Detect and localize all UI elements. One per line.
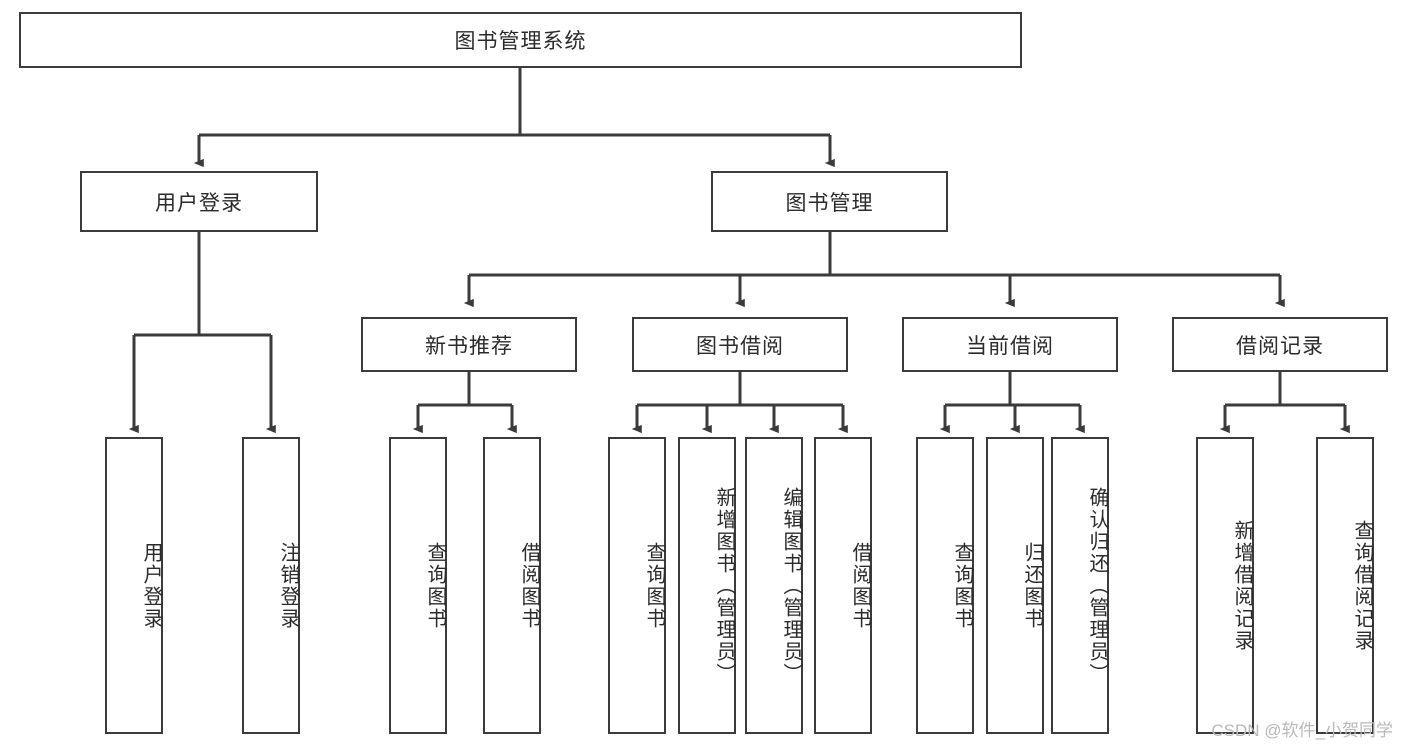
node-leaf-borrow-book-2-label: 借阅图书 — [849, 541, 871, 630]
node-book-borrow-label: 图书借阅 — [696, 334, 784, 358]
node-leaf-add-record[interactable]: 新增借阅记录 — [1196, 437, 1254, 734]
node-leaf-return-book-label: 归还图书 — [1021, 541, 1043, 630]
node-leaf-return-book[interactable]: 归还图书 — [986, 437, 1044, 734]
node-borrow-record-label: 借阅记录 — [1236, 334, 1324, 358]
node-leaf-query-book-1-label: 查询图书 — [424, 541, 446, 630]
node-leaf-query-book-3-label: 查询图书 — [951, 541, 973, 630]
node-current-borrow[interactable]: 当前借阅 — [902, 317, 1118, 372]
node-leaf-add-book[interactable]: 新增图书（管理员） — [678, 437, 736, 734]
node-leaf-borrow-book-1[interactable]: 借阅图书 — [483, 437, 541, 734]
node-leaf-query-record[interactable]: 查询借阅记录 — [1316, 437, 1374, 734]
node-book-manage-label: 图书管理 — [785, 191, 874, 215]
node-leaf-query-book-2[interactable]: 查询图书 — [608, 437, 666, 734]
node-leaf-borrow-book-2[interactable]: 借阅图书 — [814, 437, 872, 734]
node-borrow-record[interactable]: 借阅记录 — [1172, 317, 1388, 372]
node-leaf-logout-login[interactable]: 注销登录 — [242, 437, 300, 734]
node-leaf-confirm-return-label: 确认归还（管理员） — [1086, 486, 1108, 685]
node-leaf-add-book-label: 新增图书（管理员） — [713, 486, 735, 685]
node-leaf-query-record-label: 查询借阅记录 — [1351, 519, 1373, 652]
node-new-book-rec-label: 新书推荐 — [425, 334, 513, 358]
node-new-book-rec[interactable]: 新书推荐 — [361, 317, 577, 372]
node-current-borrow-label: 当前借阅 — [966, 334, 1054, 358]
node-leaf-user-login[interactable]: 用户登录 — [105, 437, 163, 734]
node-leaf-edit-book-label: 编辑图书（管理员） — [780, 486, 802, 685]
node-user-login-label: 用户登录 — [155, 191, 243, 215]
node-leaf-query-book-1[interactable]: 查询图书 — [389, 437, 447, 734]
node-root-label: 图书管理系统 — [454, 30, 587, 53]
node-user-login[interactable]: 用户登录 — [80, 171, 318, 232]
node-leaf-user-login-label: 用户登录 — [140, 541, 162, 630]
node-leaf-logout-login-label: 注销登录 — [277, 541, 299, 630]
node-leaf-confirm-return[interactable]: 确认归还（管理员） — [1051, 437, 1109, 734]
node-book-borrow[interactable]: 图书借阅 — [632, 317, 848, 372]
node-root[interactable]: 图书管理系统 — [19, 12, 1022, 68]
node-leaf-query-book-3[interactable]: 查询图书 — [916, 437, 974, 734]
node-leaf-edit-book[interactable]: 编辑图书（管理员） — [745, 437, 803, 734]
node-book-manage[interactable]: 图书管理 — [711, 171, 948, 232]
node-leaf-add-record-label: 新增借阅记录 — [1231, 519, 1253, 652]
node-leaf-borrow-book-1-label: 借阅图书 — [518, 541, 540, 630]
node-leaf-query-book-2-label: 查询图书 — [643, 541, 665, 630]
